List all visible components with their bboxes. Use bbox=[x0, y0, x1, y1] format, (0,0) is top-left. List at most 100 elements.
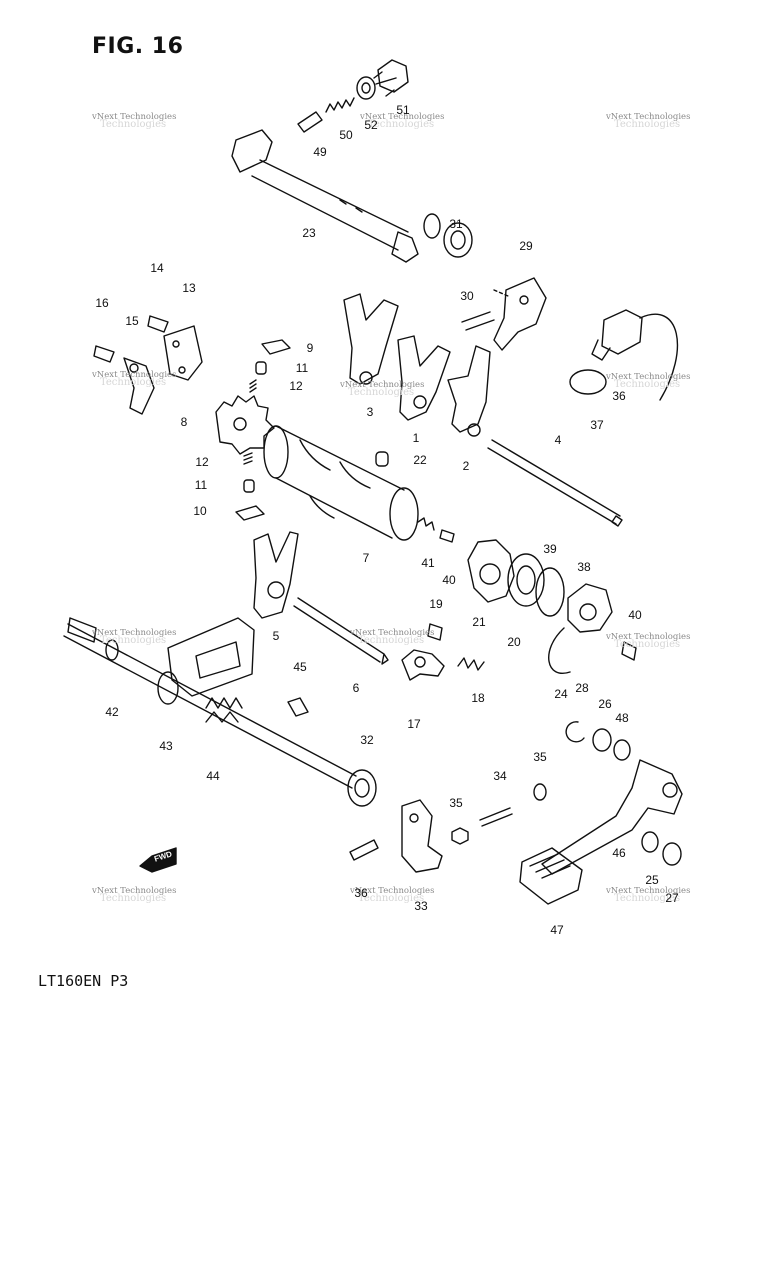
part-label: 25 bbox=[645, 873, 659, 887]
part-28-washer bbox=[356, 76, 376, 100]
part-label: 23 bbox=[302, 226, 316, 240]
part-label: 41 bbox=[421, 556, 435, 570]
part-label: 12 bbox=[289, 379, 303, 393]
part-14-screw bbox=[147, 315, 169, 333]
part-label: 42 bbox=[105, 705, 119, 719]
part-35-washer-upper bbox=[613, 739, 631, 761]
part-label: 52 bbox=[364, 118, 378, 132]
part-28-washer-hole bbox=[361, 82, 371, 94]
part-40-bearing-lower bbox=[347, 769, 377, 807]
part-label: 32 bbox=[360, 733, 374, 747]
part-21-shift-plate bbox=[467, 539, 515, 603]
part-12-spring-upper bbox=[249, 379, 257, 393]
part-label: 45 bbox=[293, 660, 307, 674]
part-label: 11 bbox=[194, 478, 208, 492]
part-30-shift-arm bbox=[157, 617, 255, 705]
part-51-pin bbox=[439, 529, 455, 543]
part-1-shift-fork bbox=[397, 335, 451, 421]
part-3-shift-fork bbox=[343, 293, 399, 385]
part-25-pin bbox=[297, 111, 323, 133]
part-22-pin bbox=[375, 451, 389, 467]
part-44-nut bbox=[451, 827, 469, 845]
part-label: 51 bbox=[396, 103, 410, 117]
part-label: 14 bbox=[150, 261, 164, 275]
part-43-collar bbox=[533, 783, 547, 801]
part-17-pawl bbox=[401, 649, 445, 681]
part-label: 10 bbox=[193, 504, 207, 518]
part-20-collar bbox=[507, 553, 545, 607]
part-52-spring bbox=[417, 517, 435, 531]
part-label: 17 bbox=[407, 717, 421, 731]
part-label: 3 bbox=[366, 405, 374, 419]
part-label: 39 bbox=[543, 542, 557, 556]
part-46-neutral-switch bbox=[591, 309, 679, 401]
part-18-spring bbox=[457, 657, 485, 671]
part-label: 43 bbox=[159, 739, 173, 753]
part-label: 29 bbox=[519, 239, 533, 253]
part-36-washer-upper bbox=[592, 728, 612, 752]
part-label: 13 bbox=[182, 281, 196, 295]
part-48-gear-position-switch bbox=[548, 583, 613, 675]
part-38-bracket bbox=[493, 277, 547, 351]
part-33-gearshift-lever bbox=[541, 759, 683, 875]
part-49-o-ring bbox=[535, 567, 565, 617]
part-label: 16 bbox=[95, 296, 109, 310]
part-label: 18 bbox=[471, 691, 485, 705]
part-39-bolt bbox=[461, 311, 495, 331]
part-label: 6 bbox=[352, 681, 360, 695]
part-50-bolt bbox=[621, 641, 637, 661]
part-label: 50 bbox=[339, 128, 353, 142]
part-45-bolt bbox=[349, 839, 379, 861]
part-label: 40 bbox=[628, 608, 642, 622]
part-label: 26 bbox=[598, 697, 612, 711]
part-8-cam-gear bbox=[215, 395, 275, 455]
part-35-washer-lower bbox=[641, 831, 659, 853]
part-label: 2 bbox=[462, 459, 470, 473]
part-label: 38 bbox=[577, 560, 591, 574]
part-label: 15 bbox=[125, 314, 139, 328]
part-label: 34 bbox=[493, 769, 507, 783]
part-41-shift-lever-arm bbox=[401, 799, 443, 873]
part-label: 19 bbox=[429, 597, 443, 611]
part-9-pin bbox=[261, 339, 291, 355]
part-6-fork-shaft bbox=[293, 597, 389, 665]
part-label: 46 bbox=[612, 846, 626, 860]
part-label: 36 bbox=[354, 886, 368, 900]
part-29-gearshift-shaft bbox=[63, 617, 357, 789]
part-label: 12 bbox=[195, 455, 209, 469]
part-label: 4 bbox=[554, 433, 562, 447]
part-40-bearing-upper bbox=[443, 222, 473, 258]
part-16-screw bbox=[93, 345, 115, 363]
part-2-shift-fork bbox=[447, 345, 491, 437]
part-label: 49 bbox=[313, 145, 327, 159]
part-12-spring-lower bbox=[243, 452, 253, 465]
part-label: 48 bbox=[615, 711, 629, 725]
part-13-plate bbox=[163, 325, 203, 381]
part-label: 21 bbox=[472, 615, 486, 629]
part-32-pin bbox=[287, 697, 309, 717]
part-4-fork-shaft bbox=[487, 439, 623, 527]
part-label: 27 bbox=[665, 891, 679, 905]
part-label: 47 bbox=[550, 923, 564, 937]
part-label: 31 bbox=[449, 217, 463, 231]
part-34-shift-pedal-rubber bbox=[519, 847, 583, 905]
part-37-circlip bbox=[565, 721, 585, 743]
part-label: 9 bbox=[306, 341, 314, 355]
part-42-bolt bbox=[479, 807, 513, 827]
part-19-bolt bbox=[427, 623, 443, 641]
part-23-shift-shaft bbox=[231, 129, 419, 263]
part-7-shift-cam bbox=[263, 425, 419, 541]
part-label: 5 bbox=[272, 629, 280, 643]
part-label: 35 bbox=[449, 796, 463, 810]
leader-39-38 bbox=[493, 289, 509, 297]
part-label: 36 bbox=[612, 389, 626, 403]
